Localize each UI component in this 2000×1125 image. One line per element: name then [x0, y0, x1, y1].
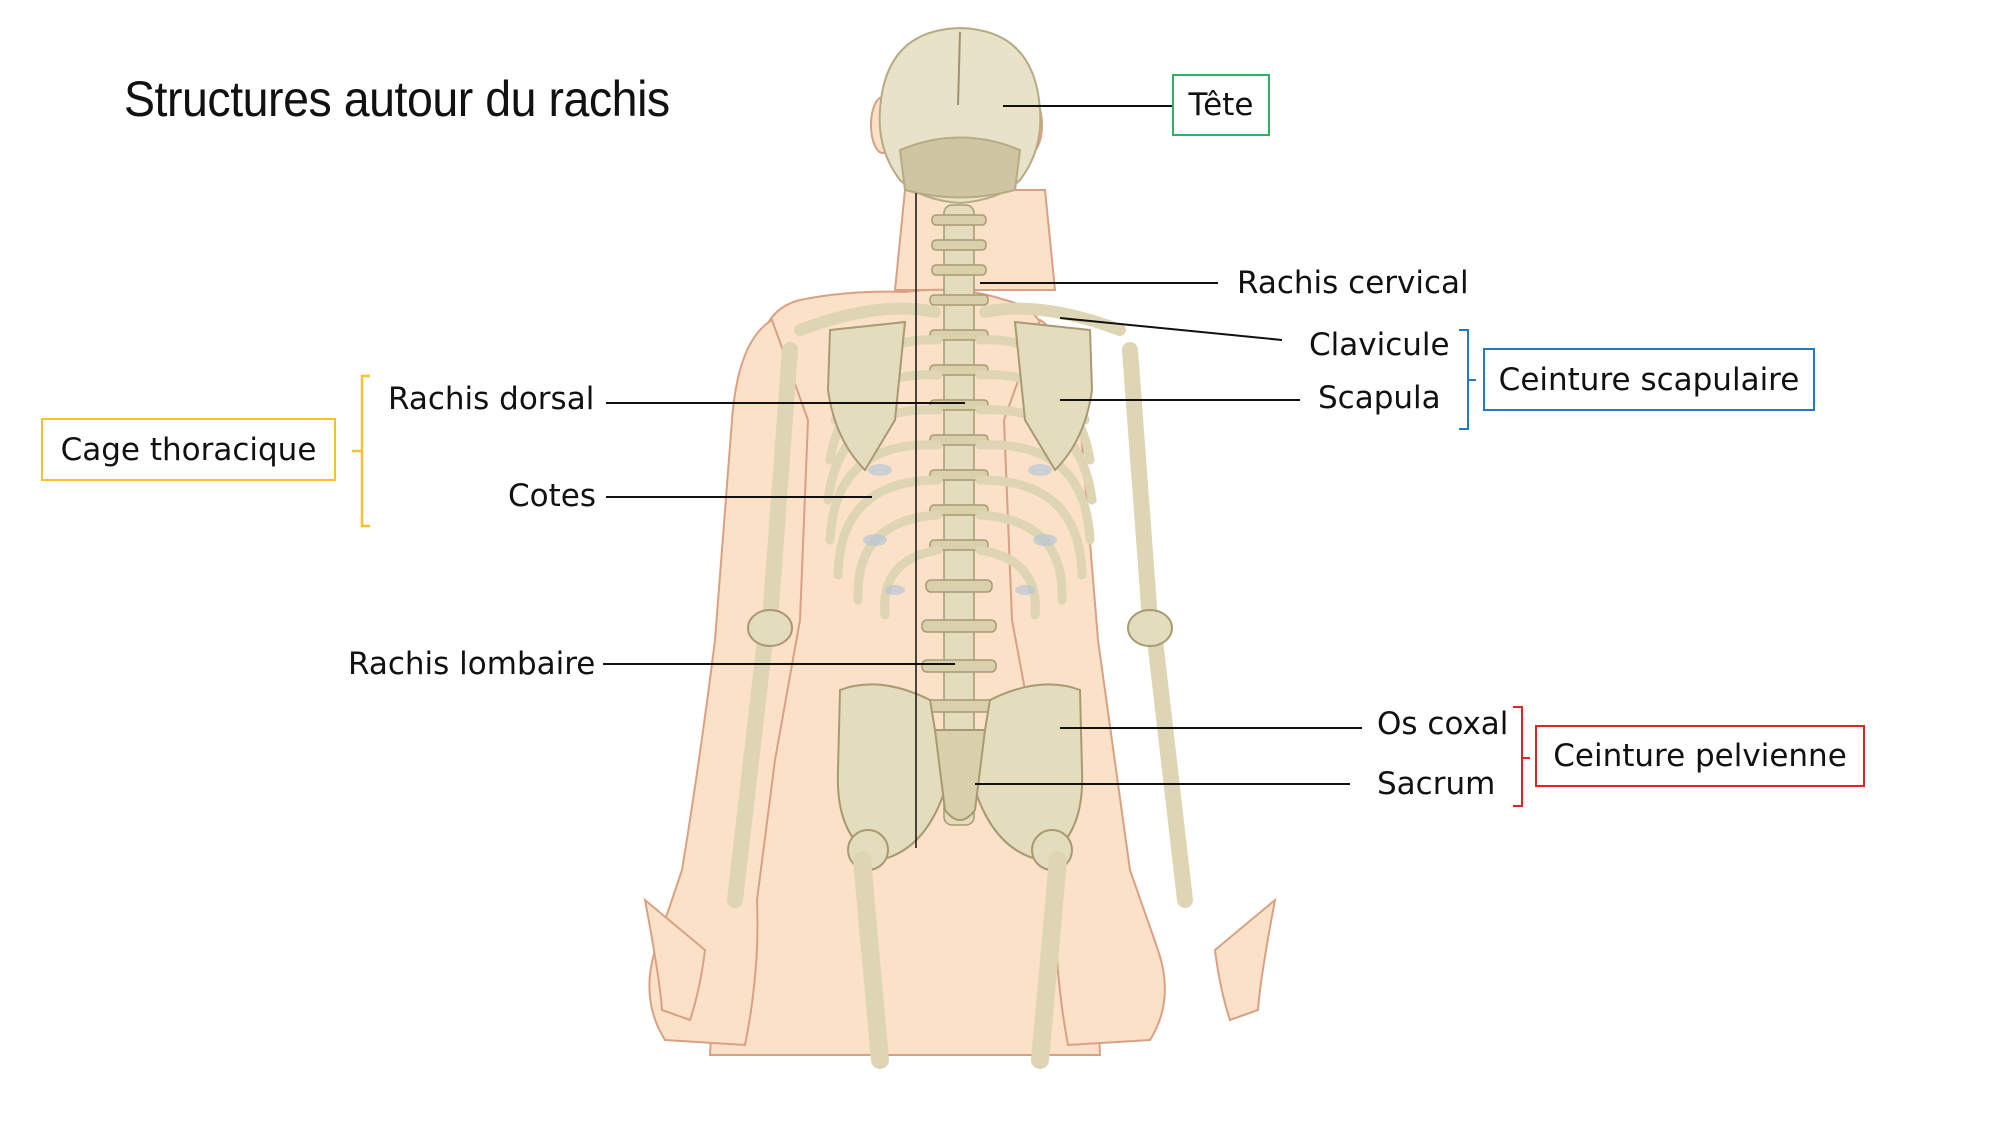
bracket-ceinture-scapulaire [1459, 329, 1476, 430]
label-rachis-dorsal: Rachis dorsal [388, 381, 595, 417]
arm-bones [727, 342, 1193, 908]
label-os-coxal: Os coxal [1377, 706, 1509, 742]
clavicles [794, 302, 1126, 336]
label-rachis-cervical: Rachis cervical [1237, 265, 1469, 301]
label-clavicule: Clavicule [1309, 327, 1450, 363]
leader-lines [603, 105, 1362, 848]
vertebral-column [921, 204, 997, 826]
bracket-cage-thoracique [352, 374, 370, 528]
pelvis [836, 683, 1084, 871]
bracket-ceinture-pelvienne [1513, 706, 1530, 807]
intercostal-spaces [863, 464, 1057, 595]
leader-clavicule [1059, 317, 1283, 341]
group-box-ceinture-pelvienne: Ceinture pelvienne [1535, 725, 1865, 787]
label-scapula: Scapula [1318, 380, 1441, 416]
group-box-cage-thoracique: Cage thoracique [41, 418, 336, 481]
skull [878, 26, 1042, 205]
elbows [747, 609, 1173, 647]
label-rachis-lombaire: Rachis lombaire [348, 646, 596, 682]
label-cotes: Cotes [508, 478, 596, 514]
hands [643, 897, 1277, 1022]
group-box-ceinture-scapulaire: Ceinture scapulaire [1483, 348, 1815, 411]
femurs [853, 851, 1067, 1069]
scapulae [826, 320, 1094, 472]
body-silhouette [648, 96, 1166, 1056]
group-box-tete: Tête [1172, 74, 1270, 136]
page-title: Structures autour du rachis [124, 71, 670, 127]
label-sacrum: Sacrum [1377, 766, 1496, 802]
